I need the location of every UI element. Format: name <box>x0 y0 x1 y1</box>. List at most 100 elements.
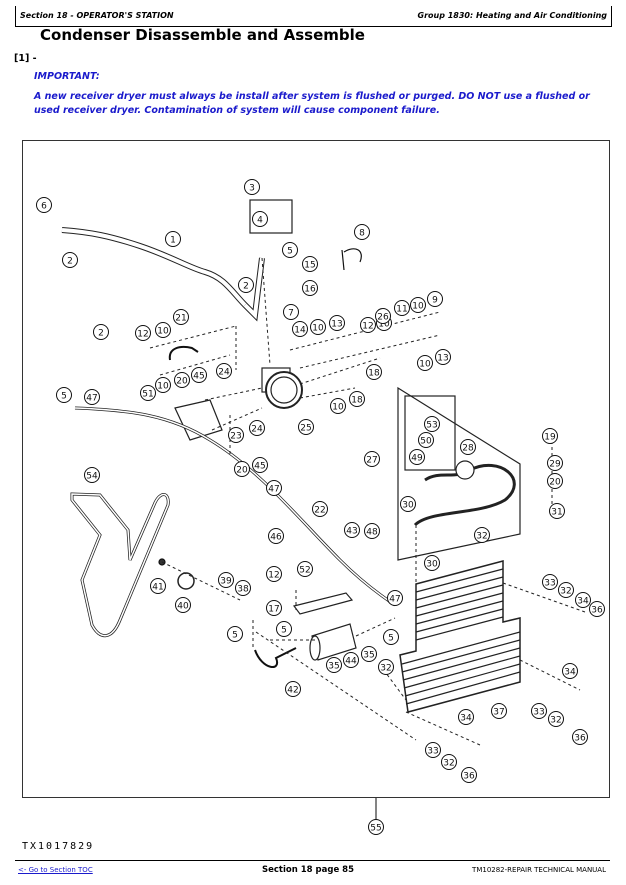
callout-number: 14 <box>294 326 306 336</box>
callout-number: 12 <box>362 322 373 332</box>
callout-49: 49 <box>409 449 425 465</box>
callout-number: 10 <box>312 324 324 334</box>
callout-number: 36 <box>463 772 475 782</box>
callout-circle <box>424 555 440 571</box>
callout-12: 12 <box>360 317 376 333</box>
callout-4: 4 <box>252 211 268 227</box>
callout-37: 37 <box>491 703 507 719</box>
callout-32: 32 <box>378 659 394 675</box>
callout-20: 20 <box>234 461 250 477</box>
callout-6: 6 <box>36 197 52 213</box>
callout-circle <box>93 324 109 340</box>
callout-number: 51 <box>142 390 153 400</box>
callout-10: 10 <box>155 322 171 338</box>
callout-circle <box>150 578 166 594</box>
callout-47: 47 <box>266 480 282 496</box>
callout-circle <box>165 231 181 247</box>
callout-circle <box>238 277 254 293</box>
callout-32: 32 <box>548 711 564 727</box>
callout-number: 16 <box>304 285 316 295</box>
callout-11: 11 <box>394 300 410 316</box>
callout-circle <box>575 592 591 608</box>
callout-circle <box>410 297 426 313</box>
callout-13: 13 <box>329 315 345 331</box>
callout-circle <box>302 256 318 272</box>
callout-47: 47 <box>387 590 403 606</box>
callout-7: 7 <box>283 304 299 320</box>
callout-number: 5 <box>232 631 238 641</box>
callout-number: 10 <box>412 302 424 312</box>
callout-number: 45 <box>193 372 204 382</box>
callout-17: 17 <box>266 600 282 616</box>
callout-number: 36 <box>591 606 603 616</box>
callout-number: 21 <box>175 314 186 324</box>
callout-number: 13 <box>331 320 342 330</box>
callout-circle <box>549 503 565 519</box>
callout-number: 32 <box>560 587 571 597</box>
callout-number: 40 <box>177 602 189 612</box>
callout-circle <box>572 729 588 745</box>
bracket-8 <box>341 248 362 271</box>
callout-number: 32 <box>476 532 487 542</box>
callout-48: 48 <box>364 523 380 539</box>
callout-circle <box>140 385 156 401</box>
callout-9: 9 <box>427 291 443 307</box>
callout-number: 29 <box>549 460 561 470</box>
callout-25: 25 <box>298 419 314 435</box>
callout-circle <box>394 300 410 316</box>
bracket-23 <box>174 399 223 441</box>
callout-number: 28 <box>462 444 474 454</box>
callout-number: 26 <box>377 313 389 323</box>
callout-number: 35 <box>328 662 339 672</box>
callout-number: 47 <box>268 485 279 495</box>
callout-circle <box>298 419 314 435</box>
callout-47: 47 <box>84 389 100 405</box>
callout-number: 30 <box>402 501 414 511</box>
callout-35: 35 <box>361 646 377 662</box>
callout-circle <box>364 451 380 467</box>
page-header: Section 18 - OPERATOR'S STATION Group 18… <box>15 6 612 27</box>
callout-circle <box>84 389 100 405</box>
callout-circle <box>435 349 451 365</box>
callout-33: 33 <box>542 574 558 590</box>
callout-circle <box>292 321 308 337</box>
callout-number: 19 <box>544 433 556 443</box>
callout-circle <box>354 224 370 240</box>
manual-title: TM10282-REPAIR TECHNICAL MANUAL <box>472 866 606 874</box>
callout-circle <box>266 600 282 616</box>
bracket-21 <box>168 345 199 361</box>
callout-36: 36 <box>572 729 588 745</box>
receiver-dryer-44 <box>309 623 357 661</box>
callout-circle <box>191 367 207 383</box>
callout-20: 20 <box>547 473 563 489</box>
go-to-section-toc-link[interactable]: <- Go to Section TOC <box>18 866 93 874</box>
callout-number: 46 <box>270 533 282 543</box>
callout-circle <box>343 652 359 668</box>
callout-circle <box>310 319 326 335</box>
callout-number: 50 <box>420 437 432 447</box>
callout-circle <box>174 372 190 388</box>
callout-41: 41 <box>150 578 166 594</box>
callout-1: 1 <box>165 231 181 247</box>
callout-circle <box>417 355 433 371</box>
callout-5: 5 <box>383 629 399 645</box>
callout-55: 55 <box>368 819 384 835</box>
callout-33: 33 <box>531 703 547 719</box>
callout-16: 16 <box>302 280 318 296</box>
callout-circle <box>312 501 328 517</box>
hose-42 <box>254 647 297 668</box>
callout-number: 55 <box>370 824 381 834</box>
callout-number: 33 <box>533 708 544 718</box>
callout-number: 33 <box>427 747 438 757</box>
callout-15: 15 <box>302 256 318 272</box>
important-text: A new receiver dryer must always be inst… <box>34 91 590 116</box>
callout-circle <box>268 528 284 544</box>
callout-circle <box>249 420 265 436</box>
callout-circle <box>329 315 345 331</box>
callout-number: 34 <box>460 714 472 724</box>
callout-number: 32 <box>380 664 391 674</box>
callout-39: 39 <box>218 572 234 588</box>
callout-circle <box>175 597 191 613</box>
callout-number: 22 <box>314 506 325 516</box>
